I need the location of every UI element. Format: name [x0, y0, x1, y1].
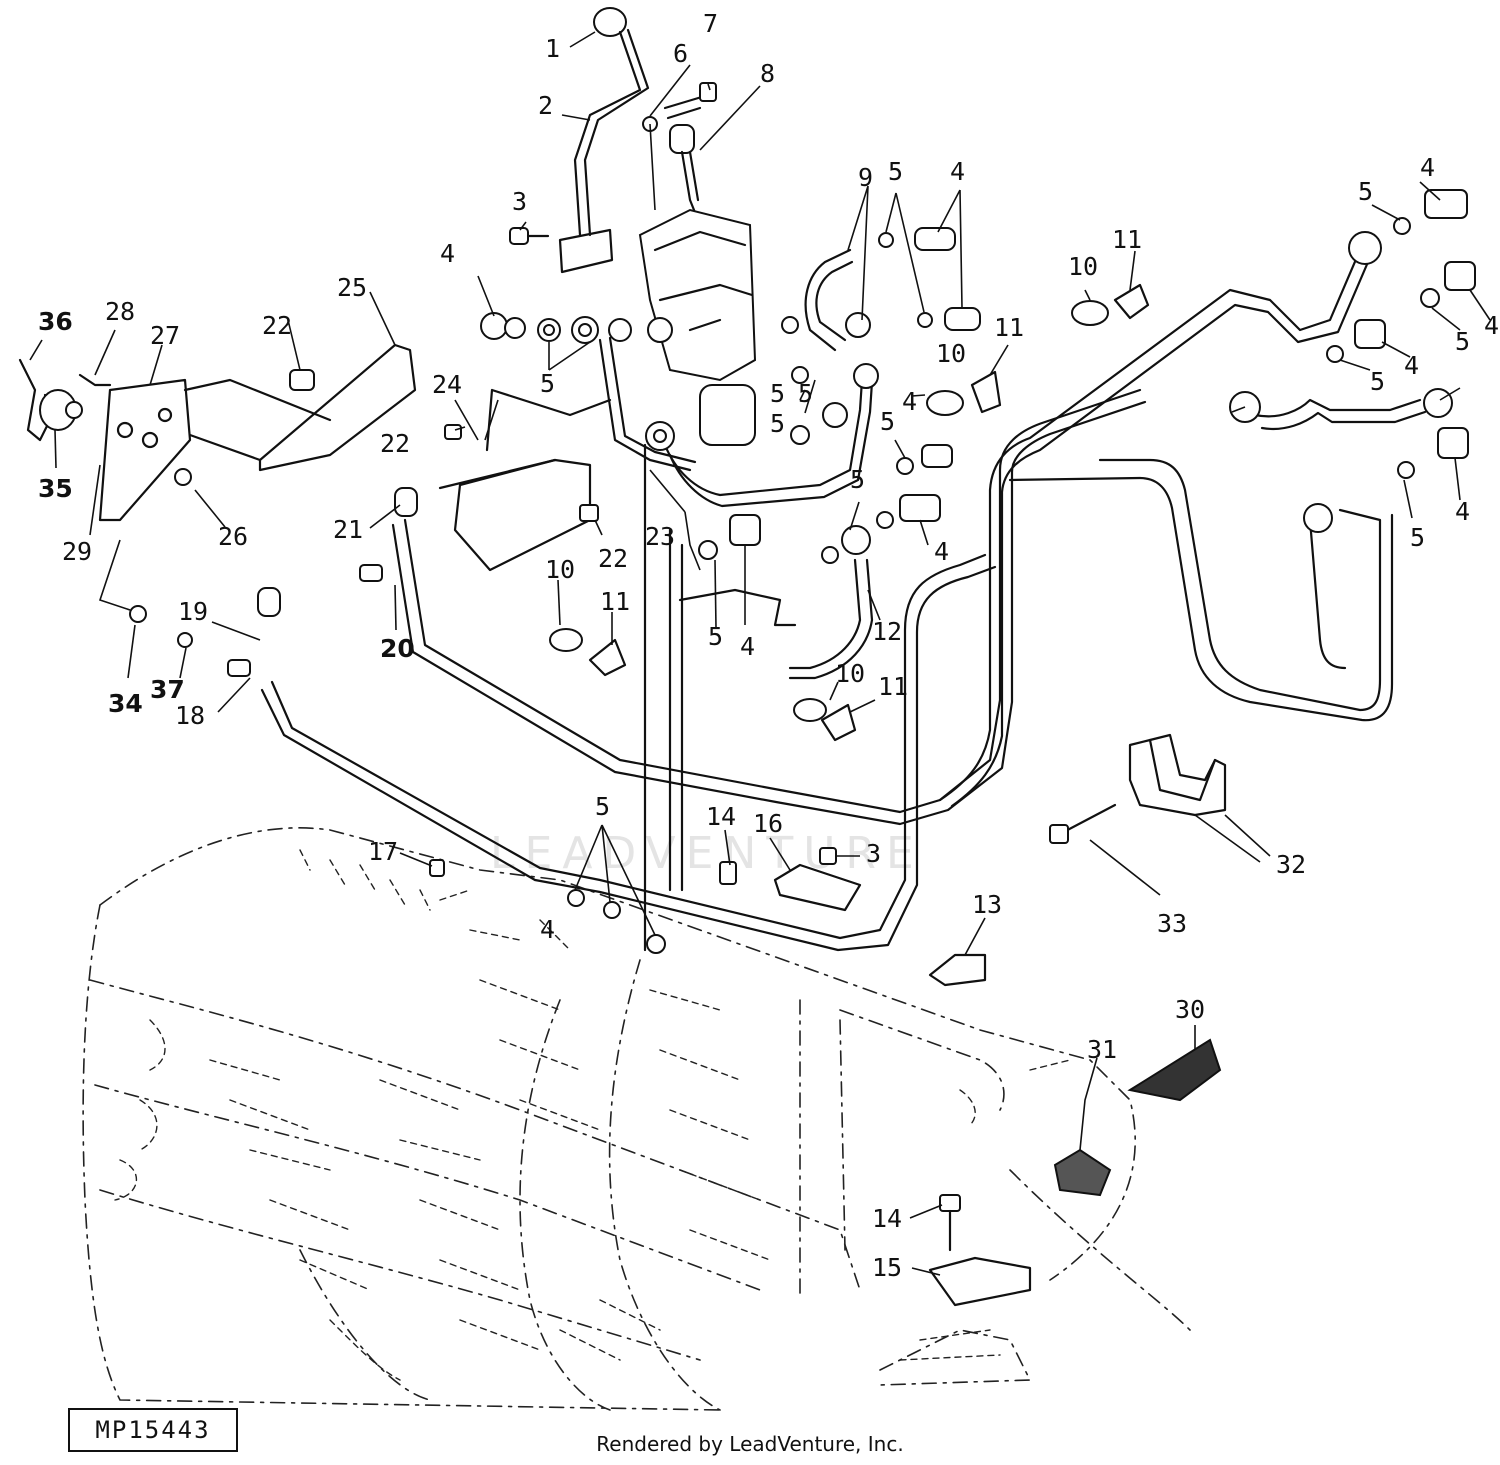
- callout: 5: [798, 379, 813, 408]
- callout: 5: [1370, 367, 1385, 396]
- callout: 18: [175, 701, 205, 730]
- transmission-housing: [82, 827, 1191, 1411]
- callout: 4: [902, 387, 917, 416]
- callout: 4: [934, 537, 949, 566]
- callout: 10: [936, 339, 966, 368]
- callout: 10: [545, 555, 575, 584]
- callout: 22: [380, 429, 410, 458]
- callout: 8: [760, 59, 775, 88]
- callout: 2: [538, 91, 553, 120]
- callout: 5: [1410, 523, 1425, 552]
- callouts: 1 2 3 3 4 4 4 4 4 4 4 4 4 4 5 5 5 5 5 5 …: [38, 9, 1499, 1282]
- hydraulic-tubes: [260, 248, 1427, 952]
- callout: 5: [770, 409, 785, 438]
- callout: 5: [540, 369, 555, 398]
- callout: 27: [150, 321, 180, 350]
- callout: 4: [1404, 351, 1419, 380]
- watermark: LEADVENTURE: [490, 828, 924, 879]
- callout: 5: [1358, 177, 1373, 206]
- callout: 16: [753, 809, 783, 838]
- callout: 4: [440, 239, 455, 268]
- callout: 32: [1276, 850, 1306, 879]
- callout: 1: [545, 34, 560, 63]
- callout: 10: [835, 659, 865, 688]
- callout: 11: [1112, 225, 1142, 254]
- leader-lines: [29, 31, 1491, 1276]
- callout: 15: [872, 1253, 902, 1282]
- brackets: [18, 343, 1227, 1307]
- callout: 22: [262, 311, 292, 340]
- callout: 19: [178, 597, 208, 626]
- callout: 26: [218, 522, 248, 551]
- callout: 6: [673, 39, 688, 68]
- callout: 31: [1087, 1035, 1117, 1064]
- callout: 36: [38, 307, 73, 336]
- callout: 33: [1157, 909, 1187, 938]
- callout: 14: [706, 802, 736, 831]
- callout: 11: [878, 672, 908, 701]
- callout: 29: [62, 537, 92, 566]
- callout: 30: [1175, 995, 1205, 1024]
- callout: 13: [972, 890, 1002, 919]
- callout: 23: [645, 522, 675, 551]
- callout: 3: [866, 839, 881, 868]
- callout: 4: [1484, 311, 1499, 340]
- callout: 11: [994, 313, 1024, 342]
- render-credit: Rendered by LeadVenture, Inc.: [596, 1432, 904, 1456]
- callout: 3: [512, 187, 527, 216]
- callout: 10: [1068, 252, 1098, 281]
- callout: 4: [740, 632, 755, 661]
- callout: 24: [432, 370, 462, 399]
- callout: 34: [108, 689, 143, 718]
- callout: 5: [708, 622, 723, 651]
- callout: 35: [38, 474, 73, 503]
- figure-reference-code: MP15443: [68, 1408, 238, 1452]
- callout: 14: [872, 1204, 902, 1233]
- callout: 22: [598, 544, 628, 573]
- fittings: [65, 189, 1476, 954]
- callout: 21: [333, 515, 363, 544]
- callout: 17: [368, 837, 398, 866]
- callout: 12: [872, 617, 902, 646]
- callout: 9: [858, 163, 873, 192]
- callout: 7: [703, 9, 718, 38]
- callout: 5: [880, 407, 895, 436]
- callout: 28: [105, 297, 135, 326]
- callout: 20: [380, 634, 415, 663]
- callout: 4: [950, 157, 965, 186]
- callout: 5: [770, 379, 785, 408]
- callout: 5: [595, 792, 610, 821]
- callout: 4: [1420, 153, 1435, 182]
- callout: 5: [888, 157, 903, 186]
- callout: 25: [337, 273, 367, 302]
- callout: 5: [850, 465, 865, 494]
- callout: 4: [1455, 497, 1470, 526]
- callout: 5: [1455, 327, 1470, 356]
- callout: 4: [540, 915, 555, 944]
- callout: 37: [150, 675, 185, 704]
- callout: 11: [600, 587, 630, 616]
